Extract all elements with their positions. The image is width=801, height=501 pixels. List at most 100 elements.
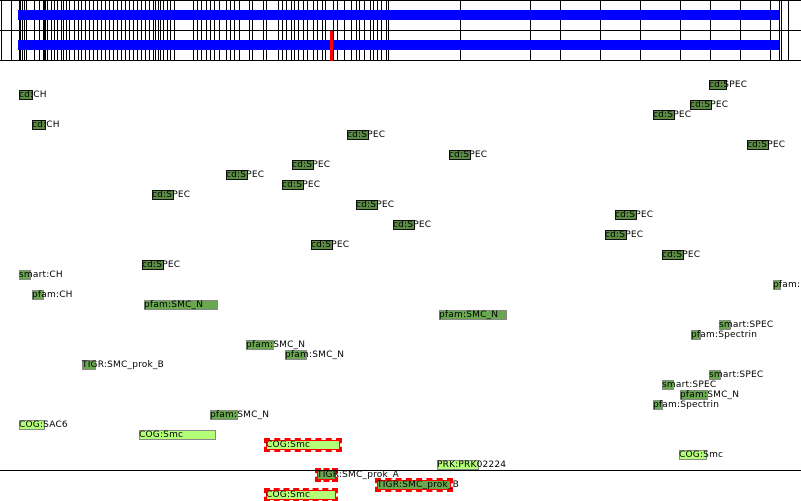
feature-label: pfam:SMC_N — [246, 340, 306, 350]
feature-box — [605, 230, 627, 240]
feature-label: cd:SPEC — [605, 230, 644, 240]
feature-cd-spec[interactable]: cd:SPEC — [311, 240, 349, 250]
feature-box — [662, 380, 674, 390]
feature-cd-spec[interactable]: cd:SPEC — [690, 100, 728, 110]
overview-tick — [779, 1, 780, 30]
feature-cog-smc[interactable]: COG:Smc — [139, 430, 216, 440]
feature-box — [226, 170, 248, 180]
feature-tigr-smc-prok-b[interactable]: TIGR:SMC_prok_B — [375, 478, 459, 492]
feature-tigr-smc-prok-b[interactable]: TIGR:SMC_prok_B — [82, 360, 164, 370]
feature-smart-spec[interactable]: smart:SPEC — [709, 370, 763, 380]
feature-cog-smc[interactable]: COG:Smc — [264, 438, 342, 452]
feature-cd-spec[interactable]: cd:SPEC — [615, 210, 653, 220]
feature-cd-spec[interactable]: cd:SPEC — [393, 220, 431, 230]
feature-smart-spec[interactable]: smart:SPEC — [662, 380, 716, 390]
feature-cog-smc[interactable]: COG:Smc — [679, 450, 723, 460]
feature-box — [152, 190, 174, 200]
feature-smart-ch[interactable]: smart:CH — [19, 270, 63, 280]
feature-label: smart:SPEC — [709, 370, 764, 380]
feature-box — [439, 310, 507, 320]
feature-cog-sac6[interactable]: COG:SAC6 — [19, 420, 68, 430]
feature-cd-spec[interactable]: cd:SPEC — [226, 170, 264, 180]
feature-box — [19, 270, 31, 280]
feature-box — [264, 438, 342, 452]
feature-cd-spec[interactable]: cd:SPEC — [747, 140, 785, 150]
feature-label: TIGR:SMC_prok_B — [82, 360, 165, 370]
overview-tick — [1, 31, 2, 60]
overview-tick — [788, 1, 789, 30]
current-position-marker[interactable] — [330, 31, 333, 61]
feature-cd-spec[interactable]: cd:SPEC — [605, 230, 643, 240]
feature-label: cd:SPEC — [282, 180, 321, 190]
feature-label: cd:SPEC — [347, 130, 386, 140]
feature-label: smart:SPEC — [662, 380, 717, 390]
feature-cd-spec[interactable]: cd:SPEC — [653, 110, 691, 120]
feature-cd-spec[interactable]: cd:SPEC — [152, 190, 190, 200]
feature-box — [393, 220, 415, 230]
feature-label: pfam:SMC_N — [210, 410, 270, 420]
feature-cd-ch[interactable]: cd:CH — [32, 120, 60, 130]
feature-label: pfam:Spectrin — [653, 400, 720, 410]
feature-pfam-smc-n[interactable]: pfam:SMC_N — [144, 300, 218, 310]
feature-smart-spec[interactable]: smart:SPEC — [719, 320, 773, 330]
feature-cd-ch[interactable]: cd:CH — [19, 90, 47, 100]
feature-cd-spec[interactable]: cd:SPEC — [356, 200, 394, 210]
feature-pfam-smc-n[interactable]: pfam:SMC_N — [210, 410, 269, 420]
feature-prk-prk02224[interactable]: PRK:PRK02224 — [437, 460, 506, 470]
overview-track-2[interactable] — [18, 40, 779, 50]
feature-label: cd:SPEC — [615, 210, 654, 220]
overview-tick — [788, 31, 789, 60]
feature-box — [285, 350, 307, 360]
feature-label: cd:SPEC — [356, 200, 395, 210]
feature-label: COG:Smc — [139, 430, 184, 440]
feature-pfam-ch[interactable]: pfam:CH — [32, 290, 73, 300]
feature-pfam-smc-n[interactable]: pfam:SMC_N — [285, 350, 344, 360]
feature-label: PRK:PRK02224 — [437, 460, 507, 470]
feature-label: cd:SPEC — [662, 250, 701, 260]
feature-cd-spec[interactable]: cd:SPEC — [347, 130, 385, 140]
feature-label: cd:SPEC — [653, 110, 692, 120]
feature-box — [653, 400, 663, 410]
feature-box — [356, 200, 378, 210]
feature-box — [144, 300, 218, 310]
feature-box — [142, 260, 164, 270]
feature-cd-spec[interactable]: cd:SPEC — [282, 180, 320, 190]
feature-pfam-smc-n[interactable]: pfam:SMC_N — [680, 390, 739, 400]
feature-cd-spec[interactable]: cd:SPEC — [292, 160, 330, 170]
feature-label: cd:SPEC — [292, 160, 331, 170]
feature-box — [19, 90, 33, 100]
overview-border-bottom — [0, 60, 801, 61]
feature-pfam-smc-n[interactable]: pfam:SMC_N — [439, 310, 507, 320]
feature-label: TIGR:SMC_prok_A — [317, 470, 399, 480]
overview-border-top — [0, 0, 801, 1]
feature-box — [719, 320, 731, 330]
feature-pfam-spectrin[interactable]: pfam:Spectrin — [691, 330, 757, 340]
feature-pfam-spectrin[interactable]: pfam:Spectrin — [653, 400, 719, 410]
feature-label: cd:SPEC — [449, 150, 488, 160]
overview-tick — [779, 31, 780, 60]
overview-tick — [11, 31, 12, 60]
feature-box — [709, 80, 727, 90]
feature-pfam-[interactable]: pfam: — [773, 280, 800, 290]
feature-box — [19, 420, 45, 430]
feature-label: pfam:CH — [32, 290, 73, 300]
genome-overview[interactable] — [0, 0, 801, 61]
feature-cd-spec[interactable]: cd:SPEC — [662, 250, 700, 260]
feature-box — [773, 280, 781, 290]
feature-cog-smc[interactable]: COG:Smc — [264, 488, 338, 501]
feature-label: pfam: — [773, 280, 801, 290]
feature-box — [32, 120, 46, 130]
feature-box — [246, 340, 274, 350]
feature-label: COG:Smc — [266, 440, 311, 450]
feature-label: pfam:SMC_N — [144, 300, 204, 310]
baseline — [0, 470, 801, 471]
feature-cd-spec[interactable]: cd:SPEC — [142, 260, 180, 270]
overview-track-1[interactable] — [18, 10, 779, 20]
feature-cd-spec[interactable]: cd:SPEC — [709, 80, 747, 90]
overview-tick — [1, 1, 2, 30]
feature-box — [311, 240, 333, 250]
feature-tigr-smc-prok-a[interactable]: TIGR:SMC_prok_A — [315, 468, 399, 482]
feature-box — [32, 290, 44, 300]
feature-cd-spec[interactable]: cd:SPEC — [449, 150, 487, 160]
feature-pfam-smc-n[interactable]: pfam:SMC_N — [246, 340, 305, 350]
